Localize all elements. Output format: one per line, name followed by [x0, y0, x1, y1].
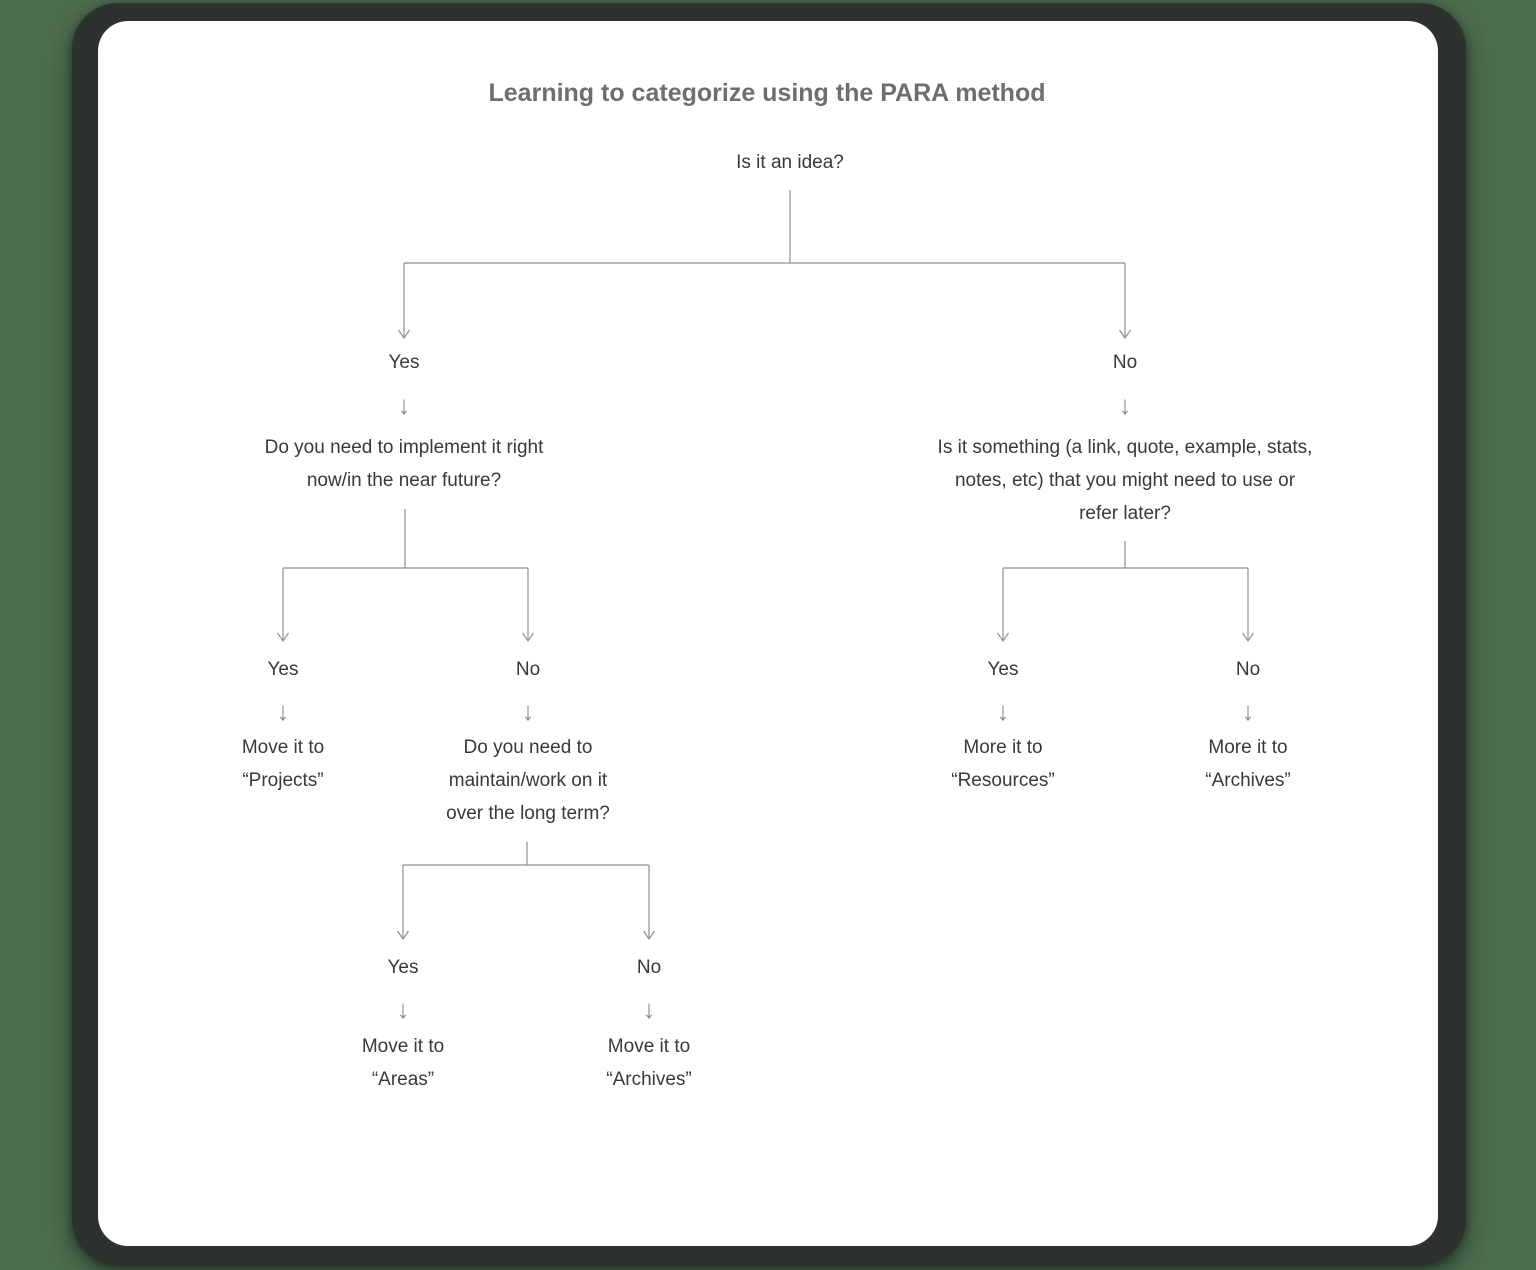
down-arrow-icon: ↓: [1241, 696, 1255, 726]
branch-label-refer-yes: Yes: [987, 659, 1019, 680]
branch-label-idea-yes: Yes: [388, 352, 420, 373]
down-arrow-icon: ↓: [1118, 390, 1132, 420]
branch-label-idea-no: No: [1112, 352, 1138, 373]
down-arrow-icon: ↓: [396, 994, 410, 1024]
down-arrow-icon: ↓: [397, 390, 411, 420]
down-arrow-icon: ↓: [521, 696, 535, 726]
node-question-implement-now: Do you need to implement it right now/in…: [264, 437, 544, 491]
node-question-long-term: Do you need to maintain/work on it over …: [446, 737, 610, 824]
down-arrow-icon: ↓: [276, 696, 290, 726]
branch-label-longterm-yes: Yes: [387, 957, 419, 978]
down-arrow-icon: ↓: [996, 696, 1010, 726]
node-result-areas: Move it to “Areas”: [361, 1036, 445, 1090]
node-result-archives-right: More it to “Archives”: [1205, 737, 1291, 791]
branch-label-refer-no: No: [1235, 659, 1261, 680]
node-question-refer-later: Is it something (a link, quote, example,…: [937, 437, 1313, 524]
node-result-resources: More it to “Resources”: [951, 737, 1055, 791]
branch-label-implement-yes: Yes: [267, 659, 299, 680]
node-root-question: Is it an idea?: [736, 152, 844, 173]
branch-label-longterm-no: No: [636, 957, 662, 978]
flowchart-card: [98, 21, 1438, 1246]
diagram-title: Learning to categorize using the PARA me…: [488, 79, 1046, 107]
node-result-archives-left: Move it to “Archives”: [606, 1036, 692, 1090]
branch-label-implement-no: No: [515, 659, 541, 680]
node-result-projects: Move it to “Projects”: [241, 737, 325, 791]
down-arrow-icon: ↓: [642, 994, 656, 1024]
